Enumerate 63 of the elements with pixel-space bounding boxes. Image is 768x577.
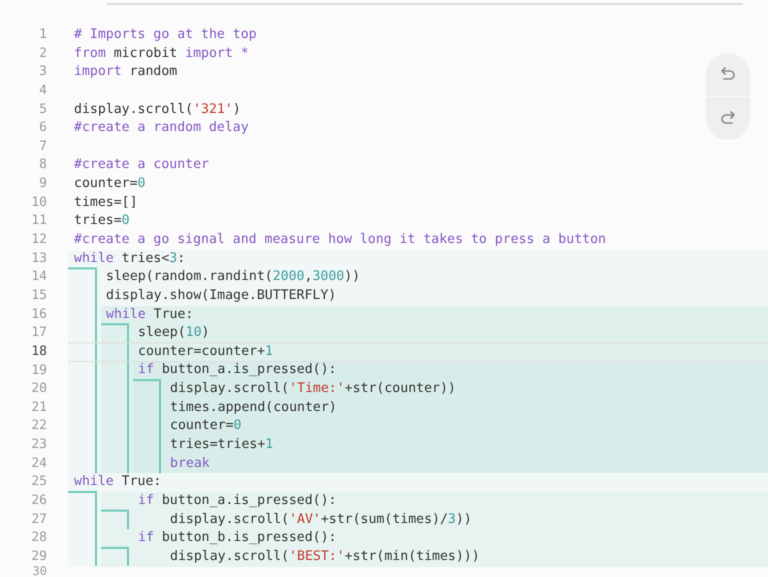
code-line: #create a random delay [74,119,249,138]
line-number: 7 [38,138,47,156]
code-block [133,361,768,474]
line-number: 15 [30,286,47,305]
line-number: 2 [38,44,47,63]
line-number: 30 [32,566,47,577]
code-line: if button_a.is_pressed(): [138,361,337,380]
line-number: 10 [30,194,47,212]
code-line: while True: [106,306,194,324]
code-block [101,492,768,530]
code-line: times=[] [74,194,138,212]
code-line: break [170,454,210,473]
line-number: 14 [30,268,47,286]
line-number: 6 [38,119,47,138]
line-number: 5 [38,100,47,119]
code-line: display.scroll('Time:'+str(counter)) [170,380,456,398]
code-line: #create a go signal and measure how long it takes to press a button [74,231,606,250]
code-block [101,529,768,567]
line-number: 25 [30,473,47,492]
code-line: display.scroll('BEST:'+str(min(times))) [170,548,480,566]
line-number: 17 [30,324,47,342]
line-number: 16 [30,306,47,324]
code-line: tries=tries+1 [170,436,274,454]
line-number: 28 [30,529,47,548]
line-number: 11 [30,212,47,230]
code-line: # Imports go at the top [74,26,257,44]
code-line: if button_b.is_pressed(): [138,529,337,548]
code-line: import random [74,63,178,82]
code-line: #create a counter [74,156,209,174]
code-line: while tries<3: [74,250,186,268]
line-number: 3 [38,63,47,82]
line-number: 26 [30,492,47,510]
code-line: counter=0 [74,175,146,194]
code-line: counter=0 [170,417,242,436]
line-number: 4 [38,82,47,100]
code-line: while True: [74,473,162,492]
line-number: 22 [30,417,47,436]
code-block [68,473,768,567]
code-line: sleep(random.randint(2000,3000)) [106,268,360,286]
line-number: 23 [30,436,47,454]
code-block [68,250,768,474]
code-line: display.scroll('321') [74,100,241,119]
line-number: 18 [30,342,47,361]
code-line: sleep(10) [138,324,210,342]
line-number: 29 [30,548,47,566]
code-line: display.scroll('AV'+str(sum(times)/3)) [170,510,472,529]
line-number: 20 [30,380,47,398]
code-line: from microbit import * [74,44,249,63]
code-line: tries=0 [74,212,130,230]
line-number: 21 [30,398,47,417]
line-number: 13 [30,250,47,268]
code-line: display.show(Image.BUTTERFLY) [106,286,336,305]
line-number: 19 [30,362,47,380]
line-number: 12 [30,231,47,250]
line-number: 24 [30,454,47,473]
code-line: if button_a.is_pressed(): [138,492,337,510]
code-line: counter=counter+1 [138,342,273,361]
line-number: 27 [30,510,47,529]
code-block [101,306,768,474]
line-number: 1 [38,26,47,44]
code-line: times.append(counter) [170,398,337,417]
line-number: 9 [38,175,47,194]
line-number: 8 [38,156,47,174]
